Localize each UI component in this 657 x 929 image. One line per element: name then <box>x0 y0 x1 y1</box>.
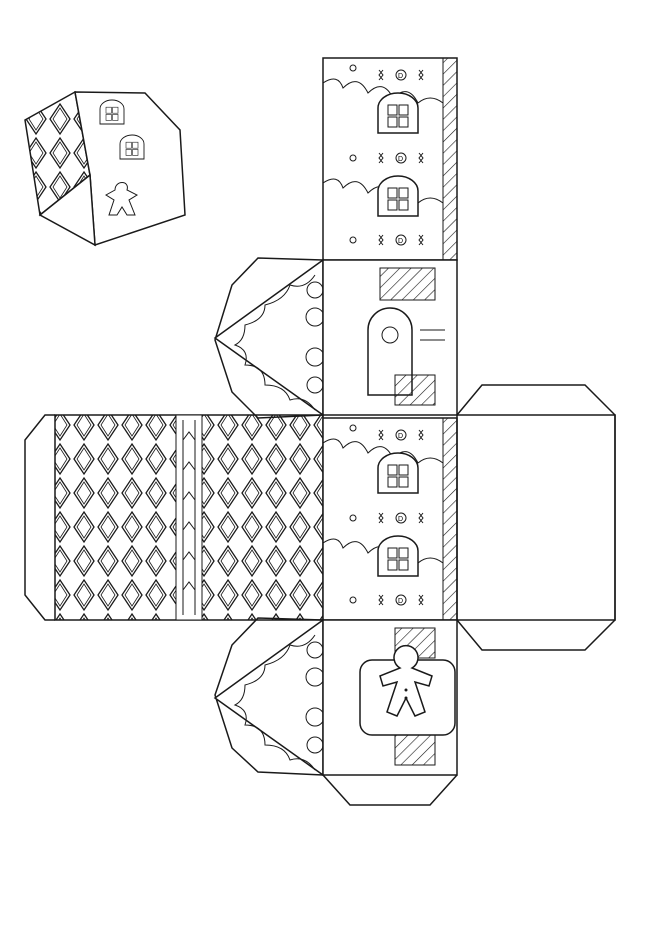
base-panel <box>456 384 616 651</box>
wall-panel-top <box>323 58 457 260</box>
assembled-house-preview <box>24 90 186 247</box>
gable-front <box>171 257 458 419</box>
gable-back <box>171 617 458 806</box>
wall-panel-middle <box>323 418 457 620</box>
roof-panels <box>24 414 324 621</box>
